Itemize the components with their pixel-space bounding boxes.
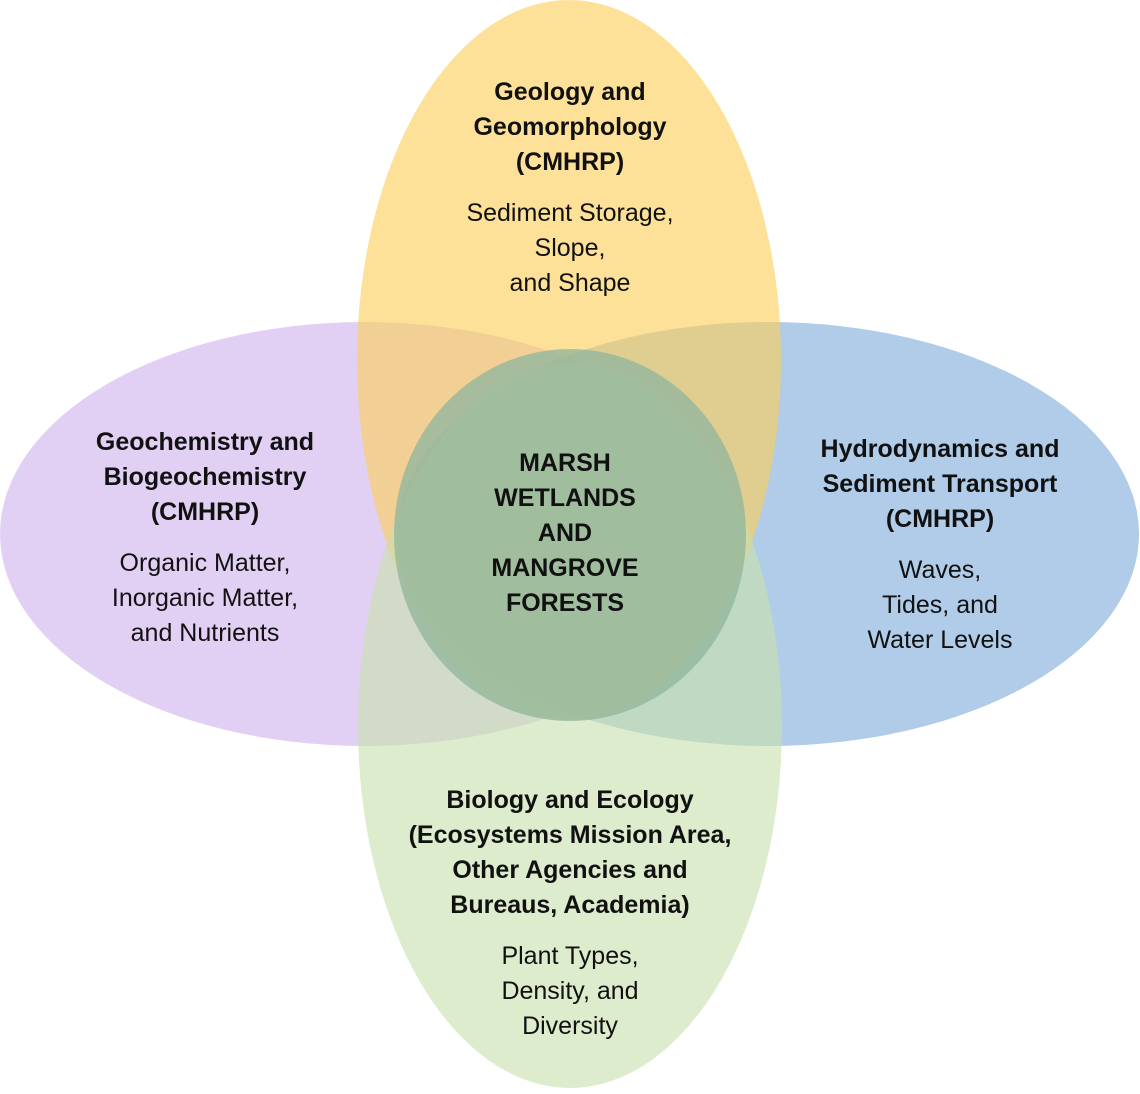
biology-description: Plant Types, Density, and Diversity: [501, 942, 639, 1040]
hydrodynamics-label: Hydrodynamics and Sediment Transport (CM…: [760, 432, 1120, 658]
geochemistry-label: Geochemistry and Biogeochemistry (CMHRP)…: [20, 425, 390, 651]
hydrodynamics-description: Waves, Tides, and Water Levels: [867, 556, 1013, 654]
geology-label: Geology and Geomorphology (CMHRP) Sedime…: [370, 75, 770, 301]
hydrodynamics-title: Hydrodynamics and Sediment Transport (CM…: [820, 435, 1060, 533]
center-label: MARSH WETLANDS AND MANGROVE FORESTS: [440, 446, 690, 621]
geochemistry-description: Organic Matter, Inorganic Matter, and Nu…: [111, 549, 299, 647]
biology-label: Biology and Ecology (Ecosystems Mission …: [370, 783, 770, 1044]
center-ellipse: [394, 349, 746, 721]
geochemistry-title: Geochemistry and Biogeochemistry (CMHRP): [95, 428, 315, 526]
biology-title: Biology and Ecology (Ecosystems Mission …: [408, 786, 732, 919]
geology-title: Geology and Geomorphology (CMHRP): [473, 78, 667, 176]
geology-description: Sediment Storage, Slope, and Shape: [466, 199, 674, 297]
center-title: MARSH WETLANDS AND MANGROVE FORESTS: [491, 449, 639, 617]
